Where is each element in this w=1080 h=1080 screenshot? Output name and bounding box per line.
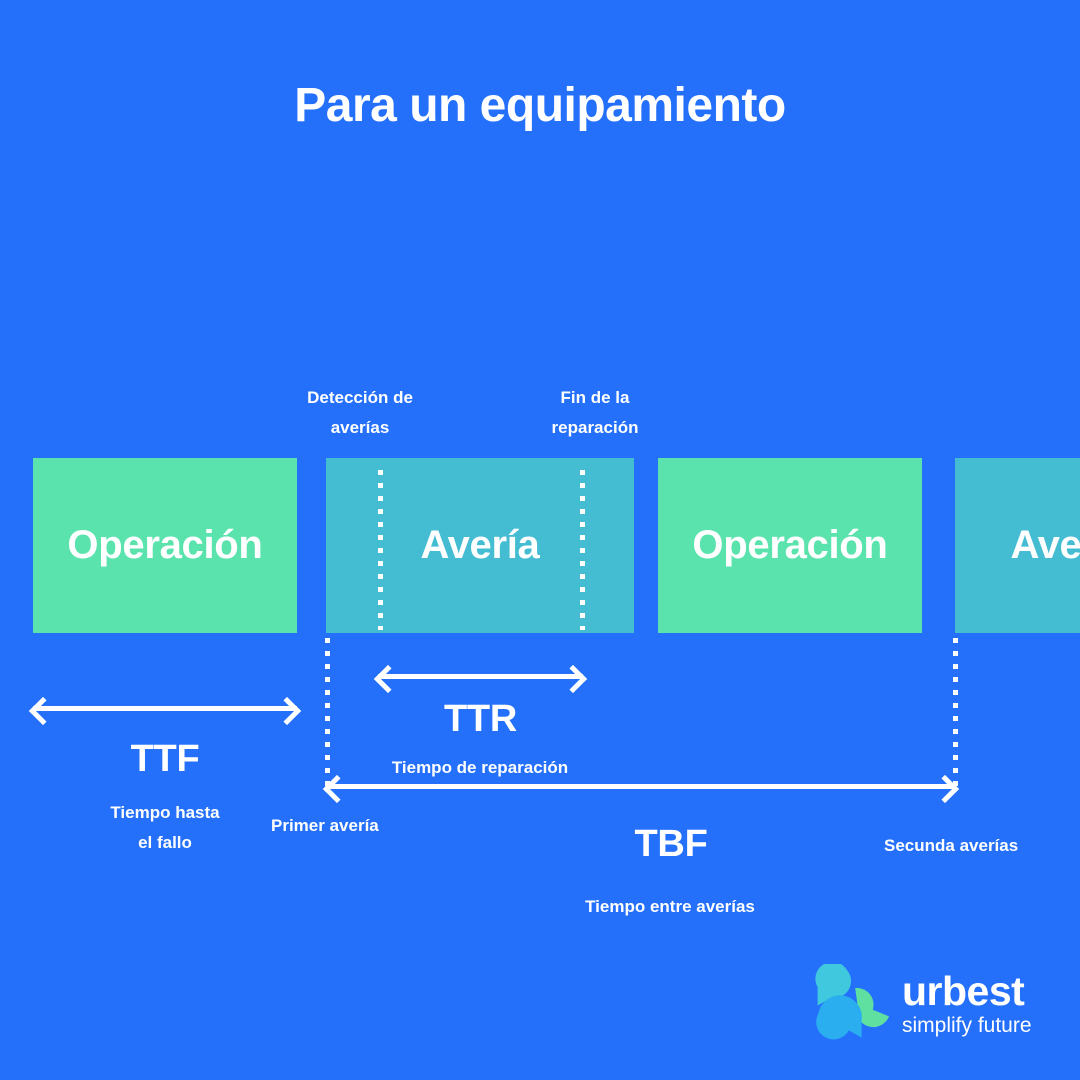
dotted-guide-first-failure: [325, 638, 330, 788]
point-label-first-failure: Primer avería: [271, 816, 379, 835]
metric-description-ttf: Tiempo hasta el fallo: [33, 798, 297, 859]
metric-acronym-ttr: TTR: [444, 698, 517, 740]
urbest-logo-mark-icon: [815, 964, 890, 1040]
arrow-head-left-icon: [28, 696, 58, 726]
timeline-block-label: Avería: [1010, 523, 1080, 567]
arrow-head-left-icon: [322, 774, 352, 804]
brand-tagline: simplify future: [902, 1013, 1032, 1037]
dotted-guide-second-failure: [953, 638, 958, 788]
arrow-head-right-icon: [930, 774, 960, 804]
arrow-shaft: [378, 674, 583, 679]
arrow-head-right-icon: [558, 664, 588, 694]
event-label-detection: Detección de averías: [252, 383, 468, 444]
event-label-repair-end-line-1: Fin de la: [560, 388, 630, 407]
event-label-repair-end: Fin de la reparación: [500, 383, 690, 444]
timeline-block-label: Operación: [67, 523, 263, 567]
double-arrow-icon-ttf: [28, 696, 302, 726]
timeline-block-label: Operación: [692, 523, 888, 567]
metric-acronym-ttf: TTF: [130, 738, 200, 780]
metric-acronym-tbf: TBF: [634, 823, 708, 865]
timeline-block-failure-1: Avería: [326, 458, 634, 633]
arrow-shaft: [33, 706, 297, 711]
arrow-shaft: [327, 784, 955, 789]
event-label-detection-line-2: averías: [330, 418, 390, 438]
arrow-head-left-icon: [373, 664, 403, 694]
event-label-detection-line-1: Detección de: [307, 388, 413, 407]
point-label-second-failure: Secunda averías: [884, 836, 1019, 855]
brand-wordmark: urbest simplify future: [902, 968, 1032, 1037]
page-title: Para un equipamiento: [294, 79, 786, 132]
metric-description-ttr: Tiempo de reparación: [391, 758, 569, 777]
double-arrow-icon-tbf: [322, 774, 960, 804]
dotted-guide-repair-end: [580, 470, 585, 630]
metric-description-ttf-line-1: Tiempo hasta: [110, 803, 220, 822]
double-arrow-icon-ttr: [373, 664, 588, 694]
timeline-block-failure-2: Avería: [955, 458, 1080, 633]
arrow-head-right-icon: [272, 696, 302, 726]
metric-description-tbf: Tiempo entre averías: [585, 897, 755, 916]
metric-description-ttf-line-2: el fallo: [138, 833, 192, 853]
event-label-repair-end-line-2: reparación: [551, 418, 639, 438]
dotted-guide-detection: [378, 470, 383, 630]
timeline-block-operation-2: Operación: [658, 458, 922, 633]
timeline-block-operation-1: Operación: [33, 458, 297, 633]
timeline-block-label: Avería: [420, 523, 540, 567]
brand-name: urbest: [902, 968, 1025, 1015]
brand-logo: urbest simplify future: [812, 962, 1064, 1046]
